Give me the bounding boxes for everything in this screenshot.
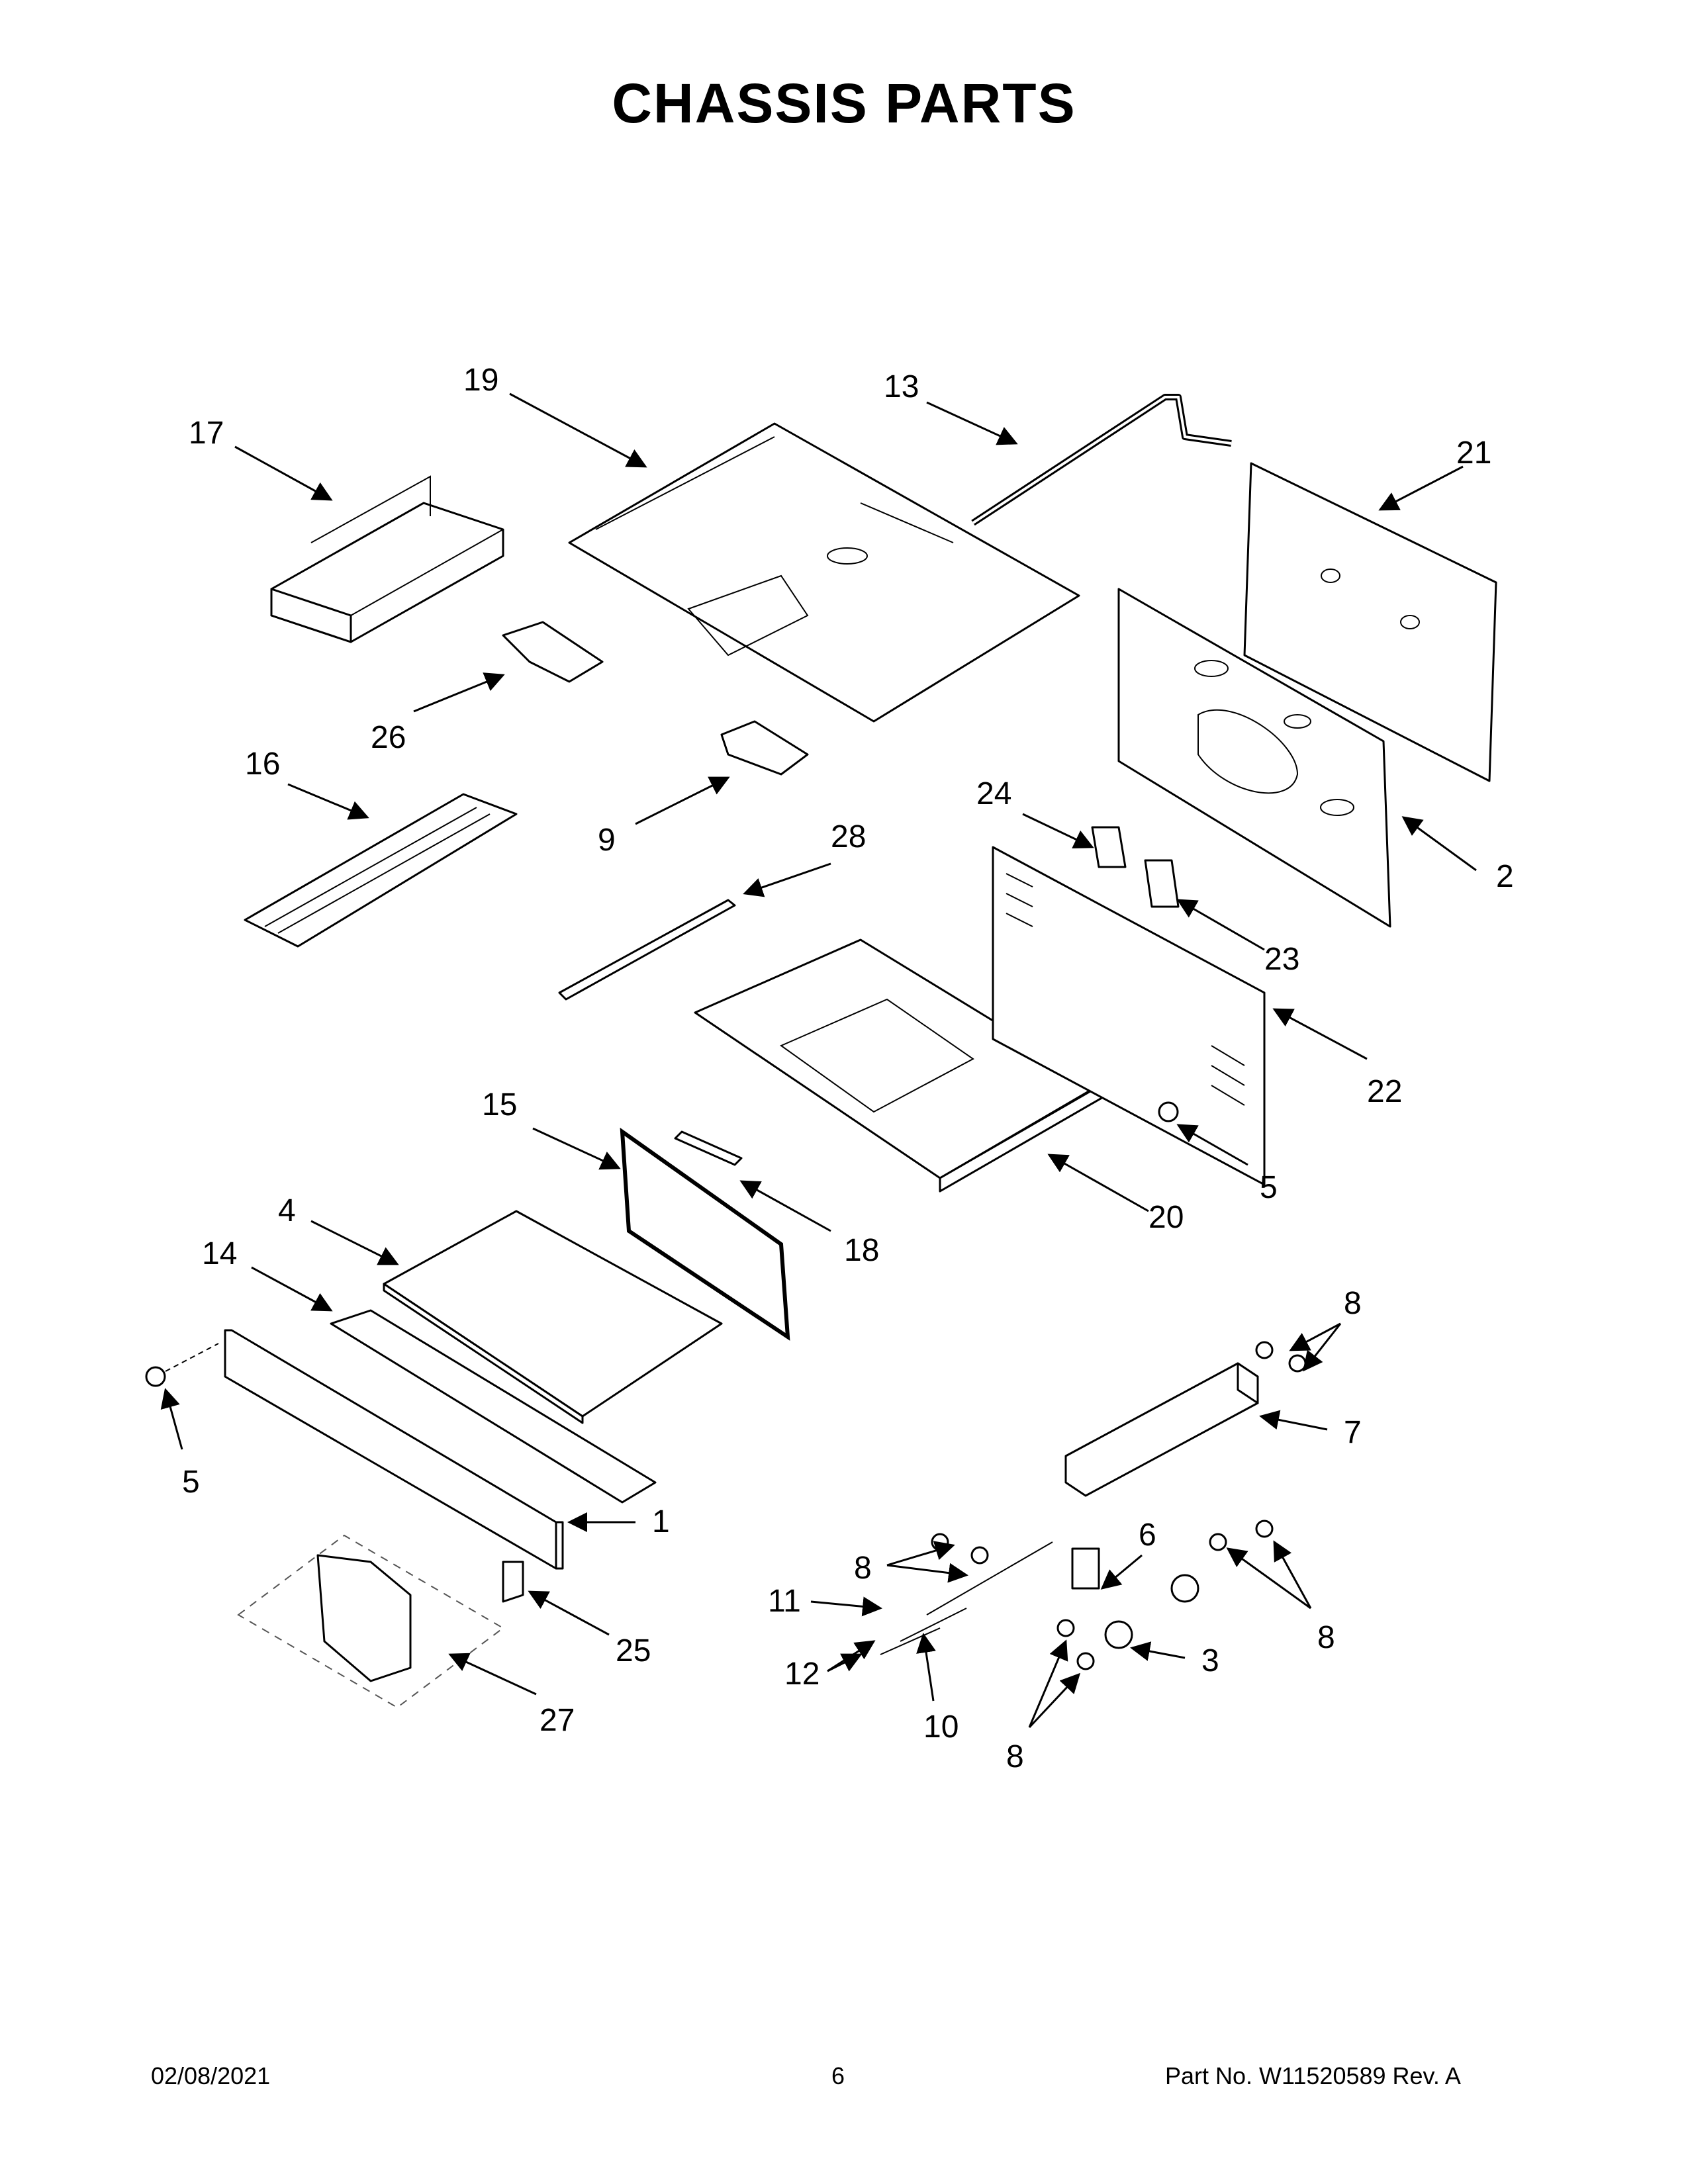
callout-18: 18 <box>844 1233 879 1268</box>
part-14-channel <box>330 1309 657 1504</box>
part-9-bracket <box>720 720 809 776</box>
footer-part-number: Part No. W11520589 Rev. A <box>1165 2062 1461 2089</box>
callout-8-top: 8 <box>1344 1286 1362 1321</box>
part-4-base <box>383 1210 723 1424</box>
part-7-bracket <box>1064 1362 1259 1497</box>
footer-date: 02/08/2021 <box>151 2062 271 2089</box>
callout-14: 14 <box>202 1236 237 1271</box>
part-25-bracket <box>502 1561 524 1603</box>
part-5-screw-left <box>145 1343 219 1387</box>
callout-5-right: 5 <box>1260 1170 1278 1205</box>
callout-26: 26 <box>371 720 406 755</box>
part-22-rear-panel <box>992 846 1266 1186</box>
callout-2: 2 <box>1496 859 1514 894</box>
part-21-panel <box>1243 462 1497 782</box>
callout-8-left: 8 <box>854 1551 872 1586</box>
part-15-gasket <box>620 1127 790 1341</box>
callout-17: 17 <box>189 416 224 451</box>
callout-10: 10 <box>923 1709 959 1745</box>
callout-7: 7 <box>1344 1415 1362 1450</box>
callout-16: 16 <box>245 747 280 782</box>
footer-page-number: 6 <box>831 2062 845 2089</box>
callout-8-right: 8 <box>1317 1620 1335 1655</box>
callout-8-bottom: 8 <box>1006 1739 1024 1774</box>
callout-25: 25 <box>616 1633 651 1668</box>
part-24-sensor <box>1091 826 1127 868</box>
callout-labels: 19 13 17 21 26 16 9 28 24 2 23 22 15 5 4… <box>182 363 1514 1774</box>
page-title: CHASSIS PARTS <box>612 72 1076 134</box>
callout-1: 1 <box>652 1504 670 1539</box>
part-26-bracket <box>502 621 604 683</box>
callout-arrows <box>160 392 1477 1729</box>
callout-5-left: 5 <box>182 1465 200 1500</box>
callout-15: 15 <box>482 1087 517 1122</box>
part-28-strip <box>558 899 736 1001</box>
callout-6: 6 <box>1139 1518 1156 1553</box>
callout-20: 20 <box>1149 1200 1184 1235</box>
callout-19: 19 <box>463 363 498 398</box>
callout-23: 23 <box>1264 942 1299 977</box>
callout-4: 4 <box>278 1193 296 1228</box>
part-16-rail <box>244 793 518 948</box>
part-1-front-panel <box>224 1329 564 1570</box>
part-17-tray <box>270 475 504 643</box>
part-27-box <box>237 1534 504 1709</box>
part-2-plate <box>1117 588 1391 928</box>
callout-27: 27 <box>539 1703 575 1738</box>
part-3-valve <box>1104 1574 1199 1649</box>
part-13-tube <box>971 394 1232 526</box>
part-10-11-12-rods <box>880 1541 1053 1655</box>
callout-12: 12 <box>784 1657 820 1692</box>
callout-21: 21 <box>1456 435 1491 471</box>
callout-13: 13 <box>884 369 919 404</box>
callout-24: 24 <box>976 776 1011 811</box>
part-6-valve <box>1071 1547 1100 1590</box>
callout-28: 28 <box>831 819 866 854</box>
part-5-screw-right <box>1158 1101 1179 1122</box>
callout-9: 9 <box>598 823 616 858</box>
callout-22: 22 <box>1367 1074 1402 1109</box>
part-23-clip <box>1144 859 1180 908</box>
callout-3: 3 <box>1201 1643 1219 1678</box>
callout-11: 11 <box>768 1584 801 1619</box>
part-18-strip <box>674 1130 743 1166</box>
part-19-chassis-plate <box>568 422 1080 723</box>
